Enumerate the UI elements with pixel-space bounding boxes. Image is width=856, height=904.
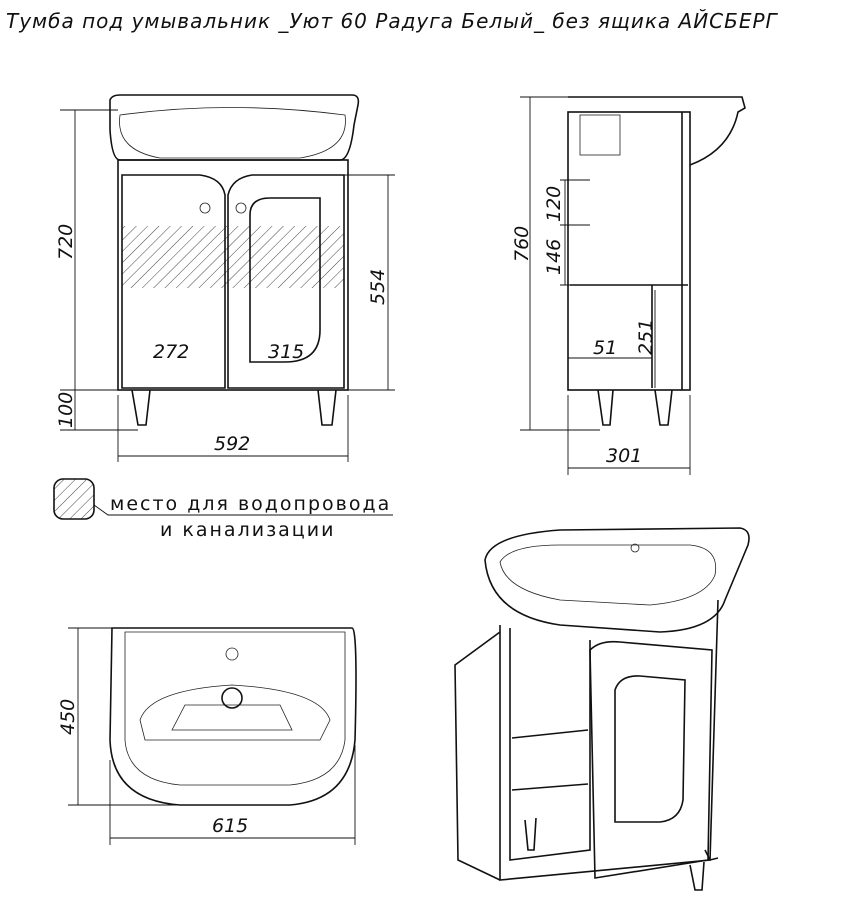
dim-lower-height: 251 <box>635 319 657 355</box>
hatch-swatch <box>53 478 95 520</box>
top-view: 450 615 <box>57 627 357 845</box>
dim-right-door-width: 315 <box>268 341 304 363</box>
dim-top-width: 615 <box>212 815 248 837</box>
dim-total-height: 720 <box>55 224 77 260</box>
dim-shelf-gap: 146 <box>543 239 565 275</box>
perspective-view <box>454 527 750 891</box>
dim-shelf-gap-top: 120 <box>543 186 565 222</box>
dim-side-height: 760 <box>511 226 533 262</box>
legend-line1: место для водопровода <box>110 493 391 515</box>
plumbing-zone-hatch <box>122 226 344 288</box>
side-view: 760 120 146 51 251 301 <box>511 96 746 475</box>
dim-top-depth: 450 <box>57 699 79 735</box>
dim-left-door-width: 272 <box>153 341 189 363</box>
dim-depth: 301 <box>606 445 642 467</box>
dim-width: 592 <box>214 433 250 455</box>
drawing-title: Тумба под умывальник _Уют 60 Радуга Белы… <box>6 9 779 33</box>
front-view: 720 100 554 272 315 592 <box>55 94 395 462</box>
dim-leg-height: 100 <box>55 392 77 428</box>
dim-shelf-offset: 51 <box>593 337 617 359</box>
dim-door-height: 554 <box>367 269 389 305</box>
legend: место для водопровода и канализации <box>53 478 393 541</box>
legend-line2: и канализации <box>160 519 335 541</box>
